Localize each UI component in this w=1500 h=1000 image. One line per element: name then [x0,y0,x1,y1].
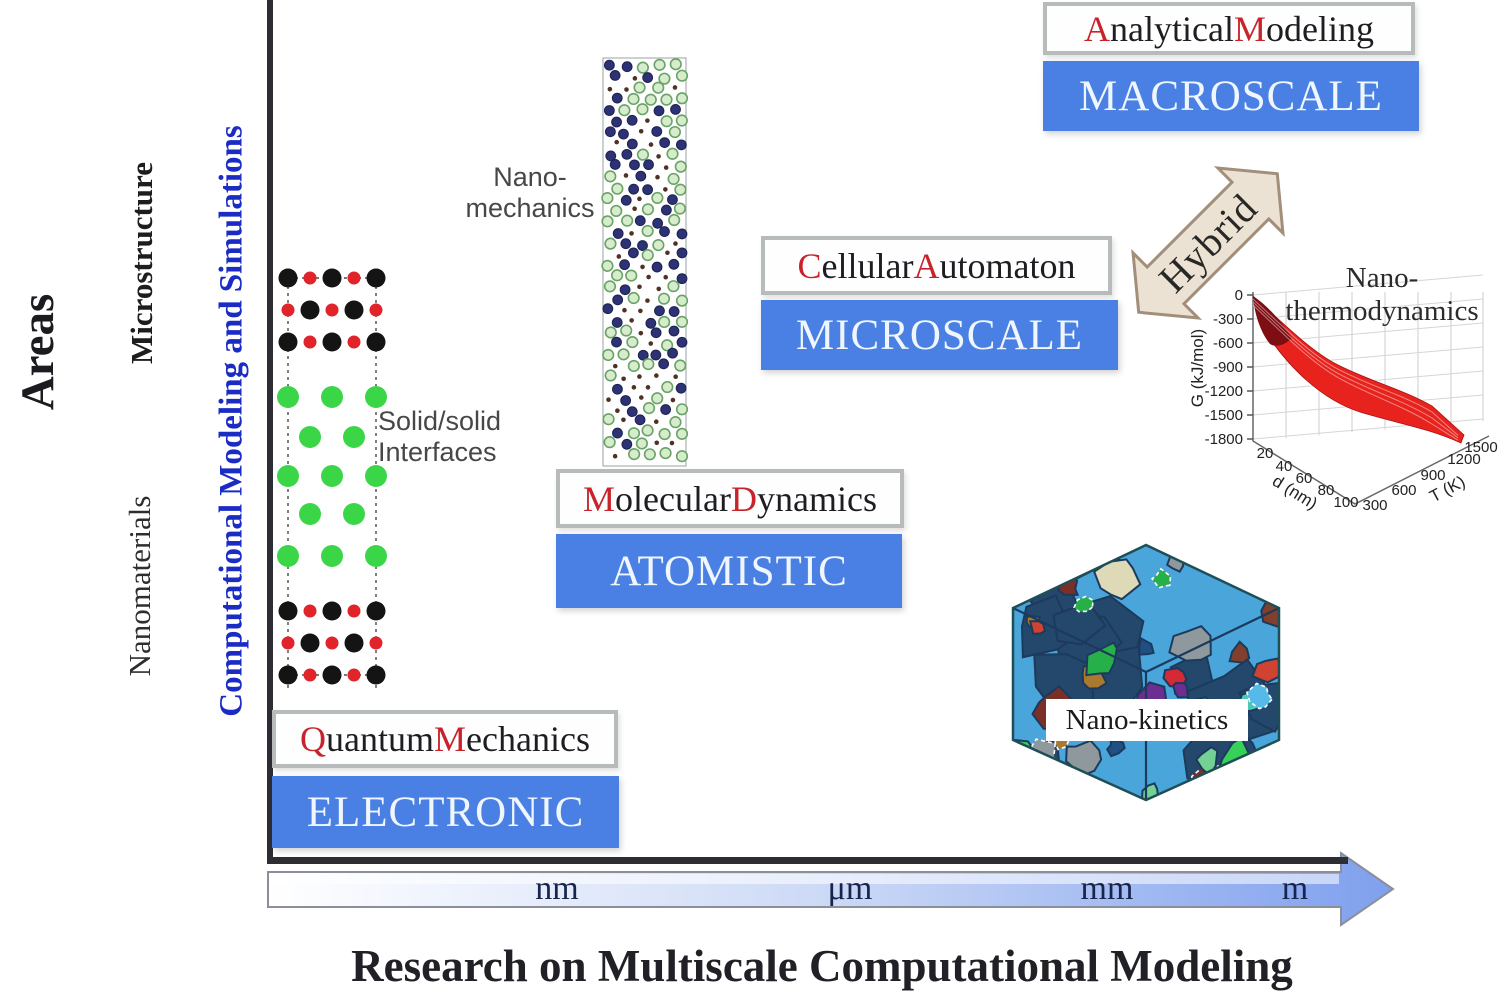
scale-box-atomistic: ATOMISTIC [556,534,902,608]
method-text: olecular [615,478,731,519]
nano-mechanics-label: Nano- mechanics [455,162,605,224]
initial-letter: D [730,478,757,519]
svg-text:T (K): T (K) [1426,472,1468,506]
svg-text:900: 900 [1420,467,1445,484]
svg-text:-600: -600 [1213,335,1243,352]
initial-letter: A [1084,8,1111,49]
x-tick-um: μm [827,870,873,907]
areas-label: Areas [12,293,64,411]
svg-text:300: 300 [1362,497,1387,514]
method-text: ynamics [756,478,877,519]
hybrid-arrow-label: Hybrid [1149,184,1267,302]
solid-interfaces-line2: Interfaces [378,437,497,467]
scale-box-microscale: MICROSCALE [761,300,1118,370]
initial-letter: M [1233,8,1266,49]
svg-text:-1800: -1800 [1205,431,1243,448]
svg-text:-1200: -1200 [1205,383,1243,400]
svg-text:d (nm): d (nm) [1269,471,1321,513]
svg-text:-900: -900 [1213,359,1243,376]
svg-text:80: 80 [1318,482,1335,499]
method-text: utomaton [939,245,1076,286]
microstructure-label: Microstructure [124,162,159,364]
nano-mechanics-line1: Nano- [493,162,567,192]
svg-text:1500: 1500 [1464,439,1497,456]
figure-title: Research on Multiscale Computational Mod… [351,941,1293,991]
initial-letter: C [797,245,822,286]
x-tick-nm: nm [535,870,579,907]
svg-text:0: 0 [1235,287,1243,304]
nanomaterials-label: Nanomaterials [122,495,157,677]
svg-text:-300: -300 [1213,311,1243,328]
initial-letter: M [434,719,467,759]
method-text: odeling [1265,8,1374,49]
scale-box-macroscale: MACROSCALE [1043,61,1419,131]
svg-text:G (kJ/mol): G (kJ/mol) [1188,329,1207,407]
nano-kinetics-label: Nano-kinetics [1046,699,1248,741]
solid-interfaces-label: Solid/solid Interfaces [378,406,501,468]
solid-interfaces-line1: Solid/solid [378,406,502,436]
method-text: uantum [326,719,435,759]
y-axis-line [267,0,273,864]
initial-letter: M [583,478,616,519]
nano-thermodynamics-title-line1: Nano- [1345,262,1419,294]
method-text: ellular [821,245,914,286]
initial-letter: Q [300,719,327,759]
x-tick-m: m [1281,870,1309,907]
scale-box-electronic: ELECTRONIC [272,776,619,848]
nano-thermodynamics-title-line2: thermodynamics [1285,295,1479,327]
nano-thermodynamics-title: Nano- thermodynamics [1262,262,1500,328]
svg-text:20: 20 [1257,445,1274,462]
svg-text:60: 60 [1296,470,1313,487]
svg-text:100: 100 [1333,494,1358,511]
method-text: echanics [466,719,590,759]
svg-text:1200: 1200 [1447,451,1480,468]
modeling-axis-label: Computational Modeling and Simulations [213,125,250,717]
svg-text:600: 600 [1391,482,1416,499]
x-tick-mm: mm [1080,870,1134,907]
initial-letter: A [913,245,940,286]
x-axis-line [267,857,1348,864]
method-text: nalytical [1110,8,1234,49]
svg-text:40: 40 [1276,458,1293,475]
nano-mechanics-line2: mechanics [465,193,595,223]
svg-text:-1500: -1500 [1205,407,1243,424]
